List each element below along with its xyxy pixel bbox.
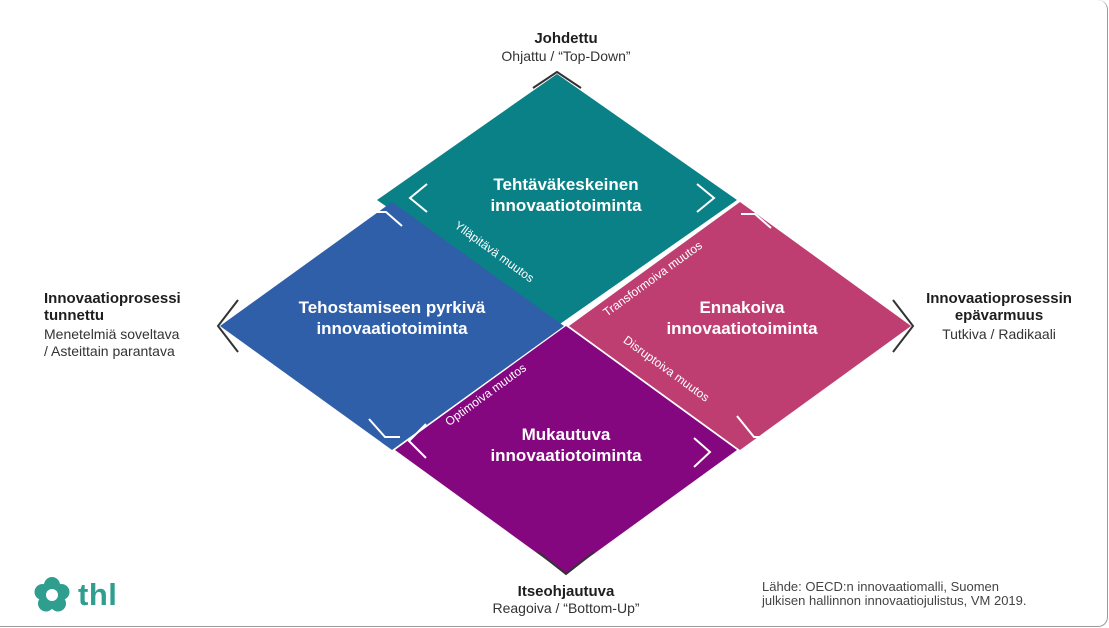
thl-logo: thl bbox=[32, 575, 117, 615]
quadrant-right-diamond bbox=[569, 202, 911, 450]
source-line-2: julkisen hallinnon innovaatiojulistus, V… bbox=[762, 593, 1027, 608]
axis-top-title: Johdettu bbox=[534, 30, 598, 47]
source-note: Lähde: OECD:n innovaatiomalli, Suomen ju… bbox=[762, 580, 1107, 608]
left-arrow-icon bbox=[216, 299, 239, 353]
axis-left-title-line1: Innovaatioprosessi bbox=[44, 290, 181, 307]
axis-bottom-subtitle: Reagoiva / “Bottom-Up” bbox=[492, 600, 640, 616]
quadrant-left-diamond bbox=[220, 202, 564, 450]
right-arrow-icon bbox=[892, 299, 915, 353]
bracket-icon bbox=[407, 423, 427, 459]
logo-text: thl bbox=[78, 577, 118, 612]
bracket-icon bbox=[368, 418, 400, 438]
bracket-decorations bbox=[368, 183, 772, 468]
quadrant-left-title-line1: Tehostamiseen pyrkivä bbox=[299, 298, 486, 317]
quadrant-bottom-diamond bbox=[395, 326, 737, 574]
bracket-icon bbox=[693, 437, 712, 468]
quadrant-right-title-line2: innovaatiotoiminta bbox=[666, 319, 818, 338]
quadrant-right-title-line1: Ennakoiva bbox=[699, 298, 785, 317]
axis-top-subtitle: Ohjattu / “Top-Down” bbox=[501, 48, 631, 64]
axis-right-title-line2: epävarmuus bbox=[954, 307, 1044, 324]
axis-left-subtitle-line1: Menetelmiä soveltava bbox=[44, 326, 180, 342]
quadrant-top-title-line2: innovaatiotoiminta bbox=[490, 196, 642, 215]
bracket-icon bbox=[408, 183, 428, 213]
bracket-icon bbox=[741, 213, 772, 229]
axis-left-title-line2: tunnettu bbox=[44, 307, 104, 324]
quadrant-bottom-title-line1: Mukautuva bbox=[522, 425, 611, 444]
quadrant-top-title-line1: Tehtäväkeskeinen bbox=[493, 175, 638, 194]
quadrant-left-title-line2: innovaatiotoiminta bbox=[316, 319, 468, 338]
source-line-1: Lähde: OECD:n innovaatiomalli, Suomen bbox=[762, 579, 1000, 594]
axis-bottom-title: Itseohjautuva bbox=[517, 583, 615, 600]
axis-left-subtitle-line2: / Asteittain parantava bbox=[44, 343, 175, 359]
quadrant-bottom-title-line2: innovaatiotoiminta bbox=[490, 446, 642, 465]
bottom-arrow-icon bbox=[537, 551, 595, 576]
axis-right-title-line1: Innovaatioprosessin bbox=[926, 290, 1072, 307]
bracket-icon bbox=[736, 415, 769, 438]
bracket-icon bbox=[371, 211, 403, 227]
top-arrow-icon bbox=[532, 70, 582, 89]
bracket-icon bbox=[696, 183, 716, 213]
axis-right-subtitle: Tutkiva / Radikaali bbox=[942, 326, 1056, 342]
flower-logo-icon bbox=[34, 577, 70, 612]
